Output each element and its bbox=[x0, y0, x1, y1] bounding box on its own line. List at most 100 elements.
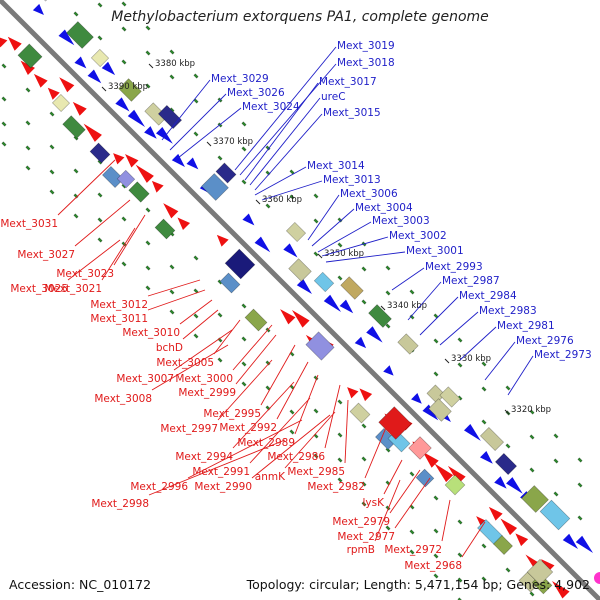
reverse-gene-arrow bbox=[47, 87, 60, 100]
feature-block bbox=[66, 21, 94, 49]
reverse-gene-label: Mext_3010 bbox=[122, 327, 180, 339]
forward-gene-arrow bbox=[506, 477, 523, 494]
forward-leader-line bbox=[307, 194, 340, 241]
forward-leader-line bbox=[325, 251, 406, 263]
guide-dot bbox=[385, 525, 391, 531]
forward-gene-arrow bbox=[354, 336, 367, 349]
reverse-gene-arrow bbox=[488, 506, 503, 521]
reverse-gene-arrow bbox=[113, 153, 125, 165]
forward-gene-label: Mext_3029 bbox=[211, 73, 269, 85]
guide-dot bbox=[145, 285, 151, 291]
tick-label: 3350 kbp bbox=[324, 249, 364, 259]
reverse-leader-line bbox=[249, 397, 311, 464]
reverse-gene-label: Mext_2996 bbox=[130, 481, 188, 493]
forward-gene-arrow bbox=[323, 294, 342, 313]
forward-gene-label: Mext_3004 bbox=[355, 202, 413, 214]
forward-gene-arrow bbox=[127, 109, 146, 128]
reverse-gene-arrow bbox=[83, 123, 102, 142]
feature-block bbox=[444, 474, 466, 496]
guide-dot bbox=[73, 11, 79, 17]
forward-gene-label: Mext_2984 bbox=[459, 290, 517, 302]
guide-dot bbox=[241, 179, 247, 185]
reverse-gene-label: Mext_2972 bbox=[384, 544, 442, 556]
reverse-leader-line bbox=[232, 324, 273, 371]
forward-leader-line bbox=[234, 46, 337, 171]
cog-box bbox=[128, 181, 150, 203]
reverse-gene-label: rpmB bbox=[347, 544, 375, 556]
guide-dot bbox=[73, 213, 79, 219]
guide-dot bbox=[433, 371, 439, 377]
forward-gene-label: ureC bbox=[321, 91, 346, 103]
tick-label: 3390 kbp bbox=[108, 82, 148, 92]
reverse-leader-line bbox=[147, 279, 201, 297]
cog-box bbox=[426, 384, 446, 404]
reverse-gene-arrow bbox=[291, 309, 310, 328]
guide-dot bbox=[49, 169, 55, 175]
reverse-gene-arrow bbox=[347, 387, 359, 399]
reverse-gene-label: Mext_3023 bbox=[56, 268, 114, 280]
guide-dot bbox=[97, 35, 103, 41]
guide-dot bbox=[481, 361, 487, 367]
reverse-gene-label: Mext_3021 bbox=[44, 283, 102, 295]
guide-dot bbox=[49, 144, 55, 150]
feature-block bbox=[408, 436, 432, 460]
tick-label: 3380 kbp bbox=[155, 59, 195, 69]
guide-dot bbox=[145, 240, 151, 246]
forward-gene-label: Mext_3001 bbox=[406, 245, 464, 257]
reverse-gene-label: lysK bbox=[363, 497, 386, 509]
forward-leader-line bbox=[459, 326, 497, 361]
reverse-leader-line bbox=[344, 399, 349, 464]
forward-gene-label: Mext_3013 bbox=[323, 174, 381, 186]
guide-dot bbox=[25, 87, 31, 93]
guide-dot bbox=[193, 255, 199, 261]
tick-label: 3320 kbp bbox=[511, 405, 551, 415]
reverse-gene-arrow bbox=[20, 60, 35, 75]
forward-gene-arrow bbox=[366, 326, 383, 343]
cog-box bbox=[144, 102, 168, 126]
forward-gene-label: Mext_2987 bbox=[442, 275, 500, 287]
guide-dot bbox=[193, 333, 199, 339]
forward-leader-line bbox=[239, 63, 337, 176]
forward-leader-line bbox=[261, 180, 323, 201]
forward-leader-line bbox=[169, 93, 227, 151]
feature-block bbox=[378, 406, 412, 440]
guide-dot bbox=[433, 338, 439, 344]
guide-dot bbox=[145, 50, 151, 56]
reverse-gene-arrow bbox=[7, 36, 22, 51]
guide-dot bbox=[337, 477, 343, 483]
guide-dot bbox=[121, 59, 127, 65]
tick-label: 3330 kbp bbox=[451, 354, 491, 364]
reverse-gene-arrow bbox=[434, 463, 454, 483]
forward-gene-arrow bbox=[339, 299, 354, 314]
feature-block bbox=[17, 43, 43, 69]
forward-leader-line bbox=[391, 267, 425, 291]
reverse-gene-arrow bbox=[151, 180, 164, 193]
guide-dot bbox=[1, 141, 7, 147]
guide-dot bbox=[529, 409, 535, 415]
forward-gene-label: Mext_2976 bbox=[516, 335, 574, 347]
cog-box bbox=[415, 468, 435, 488]
reverse-gene-label: Mext_3005 bbox=[156, 357, 214, 369]
cog-box bbox=[494, 452, 518, 476]
guide-dot bbox=[217, 155, 223, 161]
guide-dot bbox=[433, 528, 439, 534]
reverse-gene-arrow bbox=[500, 518, 518, 536]
forward-leader-line bbox=[254, 113, 323, 191]
cog-box bbox=[397, 333, 419, 355]
reverse-gene-label: Mext_2986 bbox=[267, 451, 325, 463]
guide-dot bbox=[481, 576, 487, 582]
guide-dot bbox=[385, 265, 391, 271]
forward-gene-arrow bbox=[156, 127, 173, 144]
guide-dot bbox=[361, 266, 367, 272]
guide-dot bbox=[361, 501, 367, 507]
reverse-gene-arrow bbox=[551, 580, 570, 599]
forward-gene-arrow bbox=[422, 404, 439, 421]
reverse-gene-label: Mext_2968 bbox=[404, 560, 462, 572]
reverse-leader-line bbox=[235, 334, 277, 385]
reverse-gene-label: Mext_2994 bbox=[175, 451, 233, 463]
reverse-leader-line bbox=[148, 439, 286, 496]
feature-block bbox=[118, 78, 142, 102]
guide-dot bbox=[409, 549, 415, 555]
tick-mark bbox=[101, 86, 107, 92]
forward-gene-arrow bbox=[74, 56, 87, 69]
